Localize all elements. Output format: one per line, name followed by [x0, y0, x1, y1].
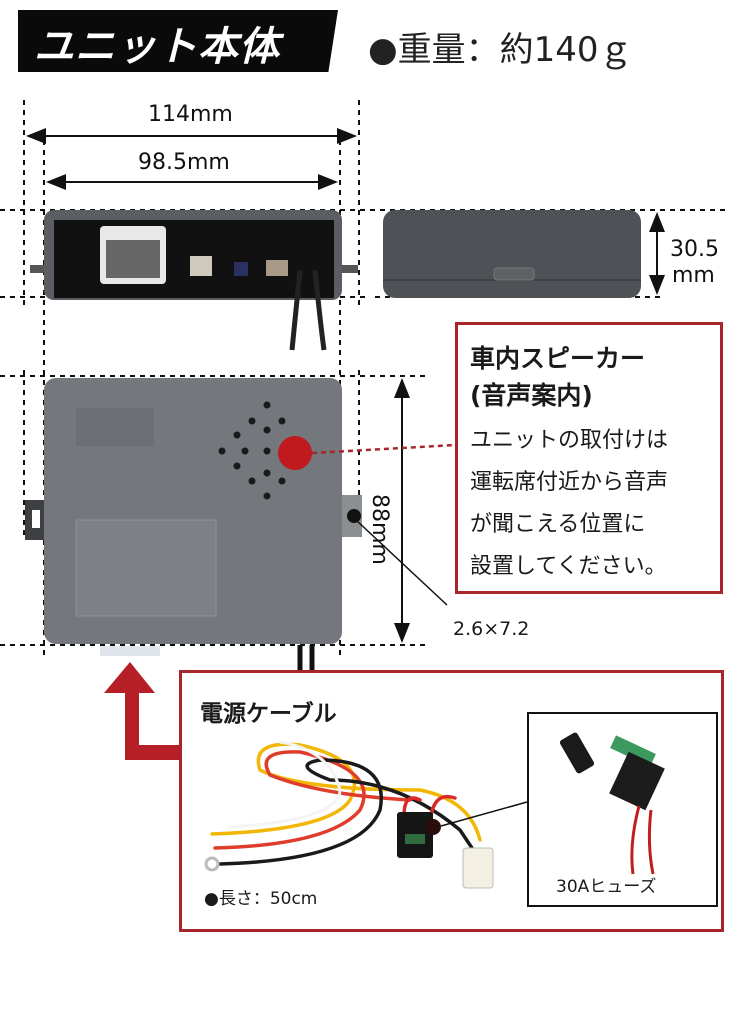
power-cable-title: 電源ケーブル — [200, 701, 337, 727]
speaker-desc-line: 設置してください。 — [470, 554, 667, 579]
speaker-holes — [218, 401, 286, 500]
speaker-callout-description: ユニットの取付けは 運転席付近から音声 が聞こえる位置に 設置してください。 — [470, 420, 668, 588]
unit-top-view — [25, 378, 362, 670]
title-badge — [18, 10, 338, 72]
mount-hole-size: 2.6×7.2 — [453, 618, 530, 640]
fuse-icon — [559, 732, 665, 875]
speaker-title-line1: 車内スピーカー — [470, 344, 646, 373]
dim-height-value: 30.5 — [670, 237, 719, 262]
speaker-marker — [278, 436, 312, 470]
speaker-desc-line: ユニットの取付けは — [470, 428, 669, 453]
speaker-callout-title: 車内スピーカー (音声案内) — [470, 340, 645, 414]
fuse-label: 30Aヒューズ — [556, 877, 657, 897]
fuse-marker — [425, 819, 441, 835]
unit-front-view — [30, 210, 358, 351]
fuse-detail-box — [527, 712, 718, 907]
speaker-callout-box — [455, 322, 723, 594]
hole-leader — [355, 519, 448, 606]
dim-114: 114mm — [148, 102, 233, 127]
unit-side-view — [383, 210, 641, 298]
speaker-leader — [311, 443, 456, 455]
red-arrow-icon — [116, 690, 182, 760]
dim-98-5: 98.5mm — [138, 150, 230, 175]
fuse-leader — [440, 801, 528, 827]
speaker-desc-line: が聞こえる位置に — [470, 512, 646, 537]
dim-height-unit: mm — [672, 263, 715, 288]
page-title: ユニット本体 — [34, 24, 280, 70]
cable-length: ●長さ：50cm — [204, 889, 318, 909]
speaker-desc-line: 運転席付近から音声 — [470, 470, 669, 495]
weight-spec: ●重量：約140ｇ — [368, 30, 633, 70]
speaker-title-line2: (音声案内) — [470, 381, 593, 410]
